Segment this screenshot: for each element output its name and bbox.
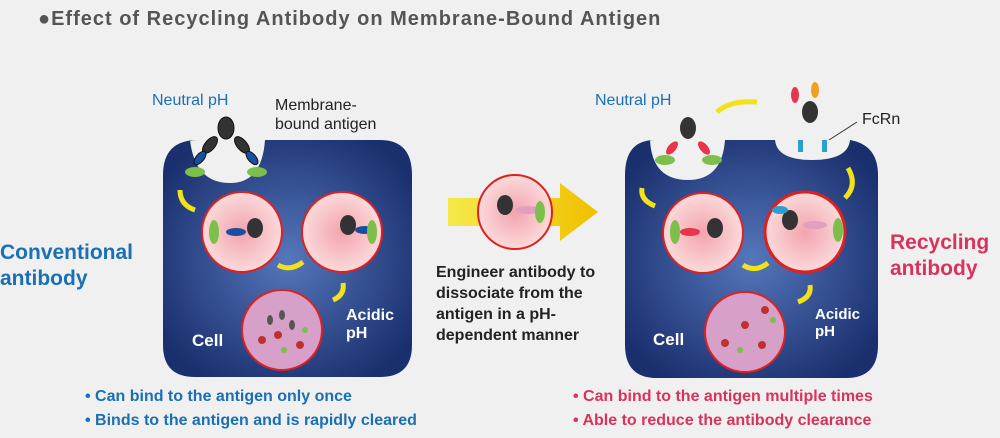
antigen-label: Membrane- bound antigen [275,96,376,134]
engineer-text: Engineer antibody to dissociate from the… [436,264,596,344]
acidic-line: Acidic [815,306,861,323]
engineer-arrow [448,174,598,250]
fcrn-label: FcRn [862,111,901,128]
endosome-2 [763,190,847,274]
heading-line: antibody [890,257,978,280]
degraded-fragments-icon [258,310,308,353]
acidic-line: Acidic [346,307,395,324]
antigen-fragments-icon [721,306,776,353]
neutral-ph-label-right: Neutral pH [595,92,672,109]
right-bullet: • Able to reduce the antibody clearance [573,412,872,429]
acidic-ph-label: Acidic pH [815,306,860,340]
right-bullet: • Can bind to the antigen multiple times [573,388,873,405]
heading-line: antibody [0,267,88,290]
cell-label: Cell [653,330,685,349]
heading-line: Conventional [0,241,134,264]
endosome-antibody-icon [209,215,377,244]
engineered-endosome [477,174,553,250]
lysosome [704,291,786,373]
endosome-2 [301,191,383,273]
recycling-cell [625,82,878,378]
acidic-ph-label: Acidic pH [346,307,394,343]
heading-line: Recycling [890,231,990,254]
acidic-line: pH [346,325,368,342]
antigen-label-line: bound antigen [275,116,377,133]
conventional-cell [163,116,412,377]
cell-label: Cell [192,331,224,350]
endosome-antibody-icon [670,206,843,244]
yellow-arrow-icon [639,99,855,305]
page-title: ●Effect of Recycling Antibody on Membran… [38,8,662,30]
conventional-heading: Conventional antibody [0,240,133,292]
left-bullet: • Binds to the antigen and is rapidly cl… [85,412,417,429]
neutral-ph-label-left: Neutral pH [152,92,229,109]
acidic-line: pH [815,323,835,340]
lysosome [241,289,323,371]
antibody-icon [655,82,819,165]
yellow-arrow-icon [177,189,346,303]
antigen-label-line: Membrane- [275,97,357,114]
endosome-1 [662,192,744,274]
antibody-icon [185,116,267,177]
left-bullet: • Can bind to the antigen only once [85,388,352,405]
fcrn-icon [798,140,827,152]
recycling-heading: Recycling antibody [890,230,989,282]
